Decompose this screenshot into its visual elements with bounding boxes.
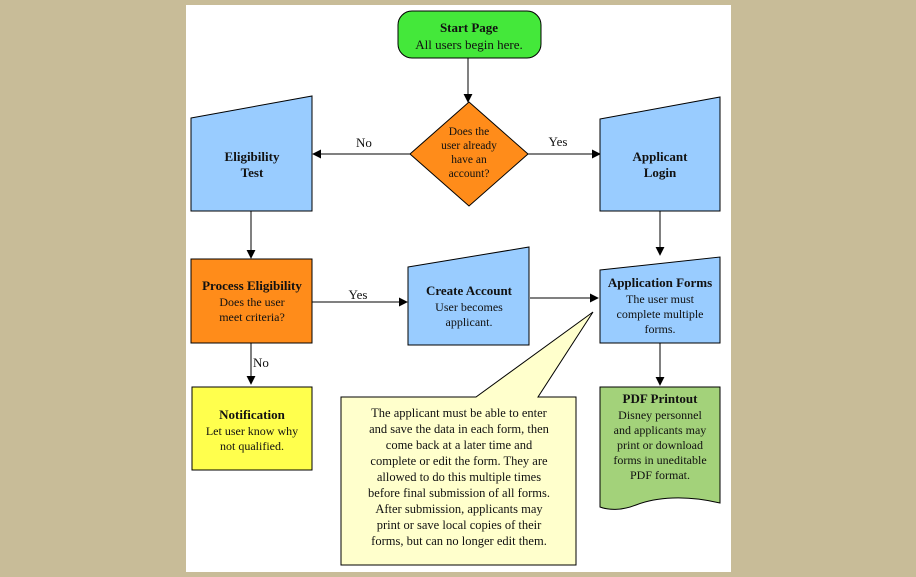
edge-label-decision-no: No	[356, 135, 372, 150]
node-printout-title: PDF Printout	[623, 391, 699, 406]
node-decision-line-4: account?	[449, 168, 490, 180]
node-start-page: Start Page All users begin here.	[397, 10, 542, 59]
node-decision-line-2: user already	[441, 140, 497, 152]
flowchart: No Yes Yes No Start Page All users begin…	[190, 10, 721, 566]
node-create-title: Create Account	[426, 283, 513, 298]
callout-line-4: complete or edit the form. They are	[370, 454, 548, 468]
node-create-account: Create Account User becomes applicant.	[407, 246, 530, 346]
node-process-title: Process Eligibility	[202, 278, 302, 293]
callout-line-2: and save the data in each form, then	[369, 422, 550, 436]
callout-note: The applicant must be able to enter and …	[340, 311, 594, 566]
node-login-title-1: Applicant	[633, 149, 689, 164]
edge-label-process-no: No	[253, 355, 269, 370]
node-applicant-login: Applicant Login	[599, 96, 721, 212]
node-notification-title: Notification	[219, 407, 285, 422]
callout-line-6: before final submission of all forms.	[368, 486, 550, 500]
callout-line-7: After submission, applicants may	[375, 502, 543, 516]
node-printout-line-4: forms in uneditable	[613, 453, 706, 467]
node-printout-line-3: print or download	[617, 438, 703, 452]
node-process-line-1: Does the user	[219, 295, 284, 309]
node-notification-line-1: Let user know why	[206, 424, 298, 438]
node-forms-title: Application Forms	[608, 275, 712, 290]
node-decision-line-1: Does the	[449, 126, 490, 138]
node-eligibility-title-1: Eligibility	[225, 149, 280, 164]
node-decision-line-3: have an	[451, 154, 487, 166]
callout-line-5: allowed to do this multiple times	[377, 470, 541, 484]
node-forms-line-2: complete multiple	[617, 307, 704, 321]
node-printout-line-1: Disney personnel	[618, 408, 702, 422]
node-forms-line-3: forms.	[645, 322, 676, 336]
edge-label-process-yes: Yes	[349, 287, 368, 302]
node-eligibility-test: Eligibility Test	[190, 95, 313, 212]
node-notification-line-2: not qualified.	[220, 439, 284, 453]
node-eligibility-title-2: Test	[241, 165, 264, 180]
node-printout-line-5: PDF format.	[630, 468, 690, 482]
node-process-eligibility: Process Eligibility Does the user meet c…	[190, 258, 313, 344]
node-process-line-2: meet criteria?	[219, 310, 285, 324]
callout-line-1: The applicant must be able to enter	[371, 406, 547, 420]
node-application-forms: Application Forms The user must complete…	[599, 256, 721, 344]
node-notification: Notification Let user know why not quali…	[191, 386, 313, 471]
node-create-line-2: applicant.	[446, 315, 493, 329]
diagram-canvas: No Yes Yes No Start Page All users begin…	[186, 5, 731, 572]
node-decision: Does the user already have an account?	[409, 101, 529, 207]
callout-line-3: come back at a later time and	[386, 438, 533, 452]
node-start-title: Start Page	[440, 20, 498, 35]
node-forms-line-1: The user must	[626, 292, 695, 306]
node-login-title-2: Login	[644, 165, 677, 180]
callout-line-8: print or save local copies of their	[377, 518, 542, 532]
callout-line-9: forms, but can no longer edit them.	[371, 534, 547, 548]
node-start-text: All users begin here.	[415, 37, 523, 52]
connectors	[246, 58, 665, 386]
node-create-line-1: User becomes	[435, 300, 503, 314]
edge-label-decision-yes: Yes	[549, 134, 568, 149]
node-pdf-printout: PDF Printout Disney personnel and applic…	[599, 386, 721, 510]
node-printout-line-2: and applicants may	[614, 423, 707, 437]
